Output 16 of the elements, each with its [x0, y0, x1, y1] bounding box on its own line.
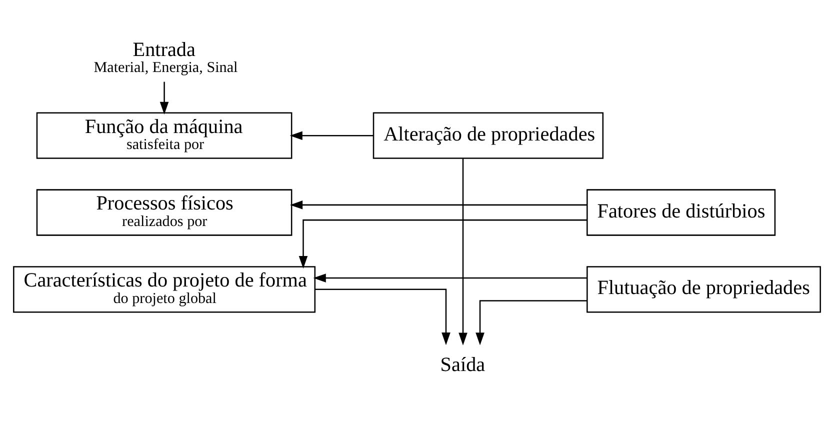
node-box: Função da máquina satisfeita por	[36, 112, 292, 158]
arrow	[476, 300, 587, 345]
node-box: Características do projeto de forma do projeto global	[13, 266, 316, 312]
arrow	[298, 218, 587, 268]
arrow	[313, 273, 588, 282]
node-box: Alteração de propriedades	[372, 112, 604, 158]
arrow	[315, 288, 450, 345]
node-text: Saída	[440, 354, 486, 376]
node-box: Processos físicos realizados por	[36, 188, 292, 236]
node-box: Flutuação de propriedades	[586, 266, 821, 312]
arrow	[290, 130, 374, 140]
node-box: Fatores de distúrbios	[586, 188, 776, 236]
arrow	[160, 81, 169, 114]
arrow	[290, 200, 587, 209]
arrow	[458, 158, 468, 345]
node-text: Entrada Material, Energia, Sinal	[94, 38, 238, 76]
